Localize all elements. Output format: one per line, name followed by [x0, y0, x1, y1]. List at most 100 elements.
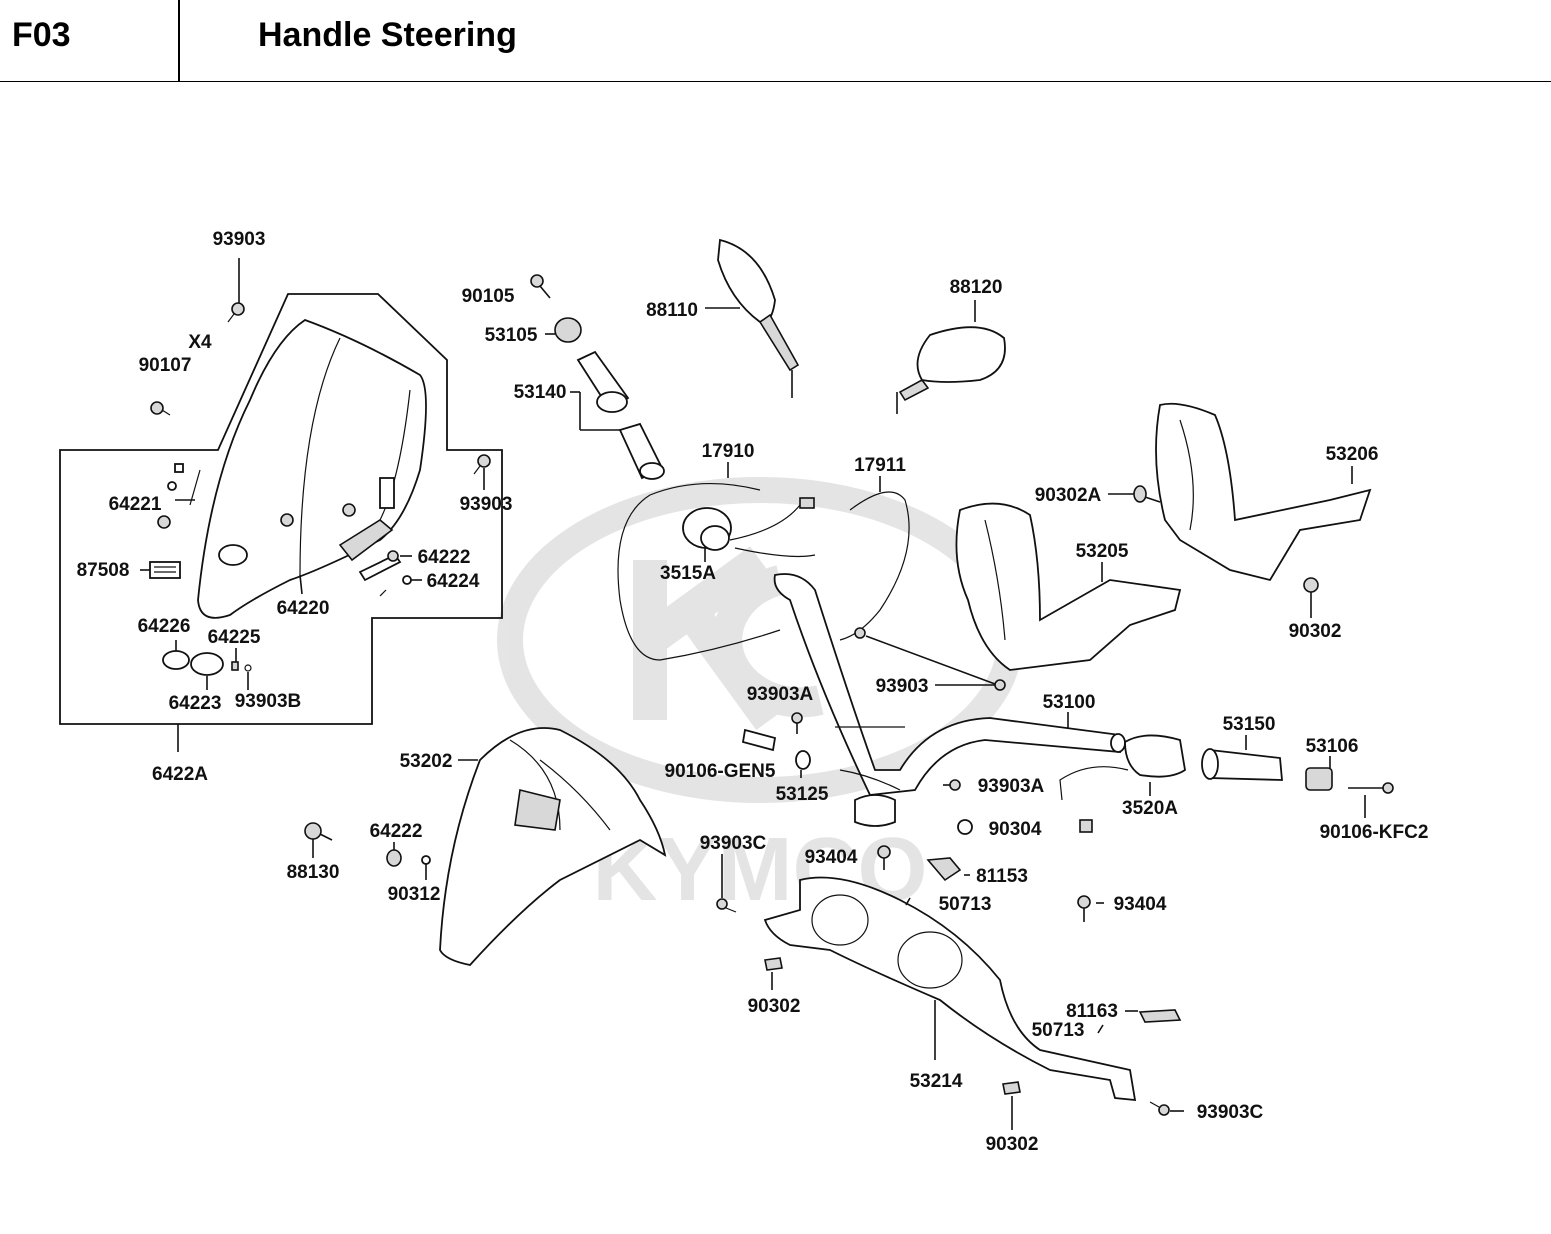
- label-90106-GEN5: 90106-GEN5: [665, 761, 776, 782]
- label-50713-low: 50713: [1032, 1020, 1085, 1041]
- label-90304: 90304: [989, 819, 1042, 840]
- switch-3520A: [1059, 734, 1186, 833]
- cable-17911: [839, 491, 910, 641]
- handlebar-53100: [773, 573, 1126, 827]
- label-64223: 64223: [169, 693, 222, 714]
- label-93903-center: 93903: [876, 676, 929, 697]
- label-93903-top: 93903: [213, 229, 266, 250]
- label-53150: 53150: [1223, 714, 1276, 735]
- lower-cover-53214: [763, 876, 1137, 1102]
- label-93903B: 93903B: [235, 691, 302, 712]
- nut-90302-low: [764, 957, 783, 971]
- page-title: Handle Steering: [258, 16, 517, 54]
- nut-90302-bottom: [1002, 1081, 1021, 1095]
- bolt-90105: [530, 274, 551, 299]
- screw-93903-center: [854, 627, 1006, 691]
- label-64221: 64221: [109, 494, 162, 515]
- bolt-88130: [304, 822, 333, 841]
- screw-windscreen-b: [342, 503, 356, 517]
- page-header: F03 Handle Steering: [0, 0, 1551, 82]
- cover-53206: [1155, 402, 1372, 582]
- cover-53205: [955, 502, 1182, 671]
- label-90107: 90107: [139, 355, 192, 376]
- label-93903A-top: 93903A: [747, 684, 814, 705]
- screw-93404-right: [1077, 895, 1091, 922]
- label-x4: X4: [188, 332, 212, 353]
- label-90312: 90312: [388, 884, 441, 905]
- label-64226: 64226: [138, 616, 191, 637]
- label-64222-low: 64222: [370, 821, 423, 842]
- grip-53150: [1201, 748, 1283, 781]
- screw-93903A-right: [943, 779, 961, 791]
- label-6422A: 6422A: [152, 764, 208, 785]
- label-87508: 87508: [77, 560, 130, 581]
- nut-90304: [957, 819, 973, 835]
- label-64224: 64224: [427, 571, 480, 592]
- label-81163: 81163: [1066, 1001, 1118, 1022]
- bar-end-53105: [554, 317, 582, 343]
- label-17910: 17910: [702, 441, 755, 462]
- label-88110: 88110: [646, 300, 698, 321]
- screw-93903C-bottom: [1149, 1101, 1170, 1116]
- label-50713-top: 50713: [939, 894, 992, 915]
- screw-93903A-top: [791, 712, 803, 734]
- bolt-90106-KFC2: [1348, 782, 1394, 794]
- bolt-90106-GEN5: [741, 728, 777, 752]
- label-90302-right: 90302: [1289, 621, 1342, 642]
- bracket-81153: [926, 857, 962, 882]
- mirror-right-88120: [896, 326, 1006, 414]
- label-93903-mid: 93903: [460, 494, 513, 515]
- screw-93903C-top: [716, 898, 737, 913]
- section-code: F03: [12, 16, 71, 54]
- label-93404-right: 93404: [1114, 894, 1167, 915]
- bolt-90302A: [1133, 485, 1161, 503]
- collar-53125: [795, 750, 811, 770]
- windscreen-part: [197, 318, 427, 619]
- label-81153: 81153: [976, 866, 1028, 887]
- front-cover-53202: [439, 727, 667, 966]
- label-90302-low: 90302: [748, 996, 801, 1017]
- label-90302A: 90302A: [1035, 485, 1102, 506]
- part-labels: 93903 X4 90107 64221 87508 64220 64222 6…: [77, 229, 1429, 1155]
- label-88120: 88120: [950, 277, 1003, 298]
- label-53125: 53125: [776, 784, 829, 805]
- screw-93404-left: [877, 845, 891, 870]
- pin-50713-top: [905, 897, 911, 906]
- label-53214: 53214: [910, 1071, 963, 1092]
- screw-90302-right: [1303, 577, 1319, 604]
- mirror-left-88110: [717, 238, 800, 398]
- small-parts-64221: [157, 463, 201, 529]
- label-53105: 53105: [485, 325, 538, 346]
- bar-end-53106: [1305, 767, 1333, 791]
- screw-64224: [379, 589, 387, 597]
- bracket-64222: [358, 550, 402, 582]
- label-93903C-top: 93903C: [700, 833, 767, 854]
- label-17911: 17911: [854, 455, 906, 476]
- label-64220: 64220: [277, 598, 330, 619]
- header-divider: [178, 0, 180, 82]
- label-53100: 53100: [1043, 692, 1096, 713]
- label-93903A-right: 93903A: [978, 776, 1045, 797]
- bolt-90107: [150, 401, 171, 416]
- label-53202: 53202: [400, 751, 453, 772]
- label-88130: 88130: [287, 862, 340, 883]
- label-53140: 53140: [514, 382, 567, 403]
- leader-lines: [140, 258, 1366, 1130]
- label-53206: 53206: [1326, 444, 1379, 465]
- label-64225: 64225: [208, 627, 261, 648]
- nut-64224: [402, 575, 412, 585]
- label-64222-box: 64222: [418, 547, 471, 568]
- throttle-housing-3515A: [682, 497, 816, 558]
- label-93903C-bottom: 93903C: [1197, 1102, 1264, 1123]
- screw-windscreen-a: [280, 513, 294, 527]
- label-3515A: 3515A: [660, 563, 716, 584]
- bracket-81163: [1138, 1009, 1182, 1023]
- label-53106: 53106: [1306, 736, 1359, 757]
- grommet-64222-low: [386, 849, 402, 867]
- label-93404-left: 93404: [805, 847, 858, 868]
- collar-90312: [421, 855, 431, 865]
- label-87508: [149, 561, 181, 579]
- label-3520A: 3520A: [1122, 798, 1178, 819]
- label-90105: 90105: [462, 286, 515, 307]
